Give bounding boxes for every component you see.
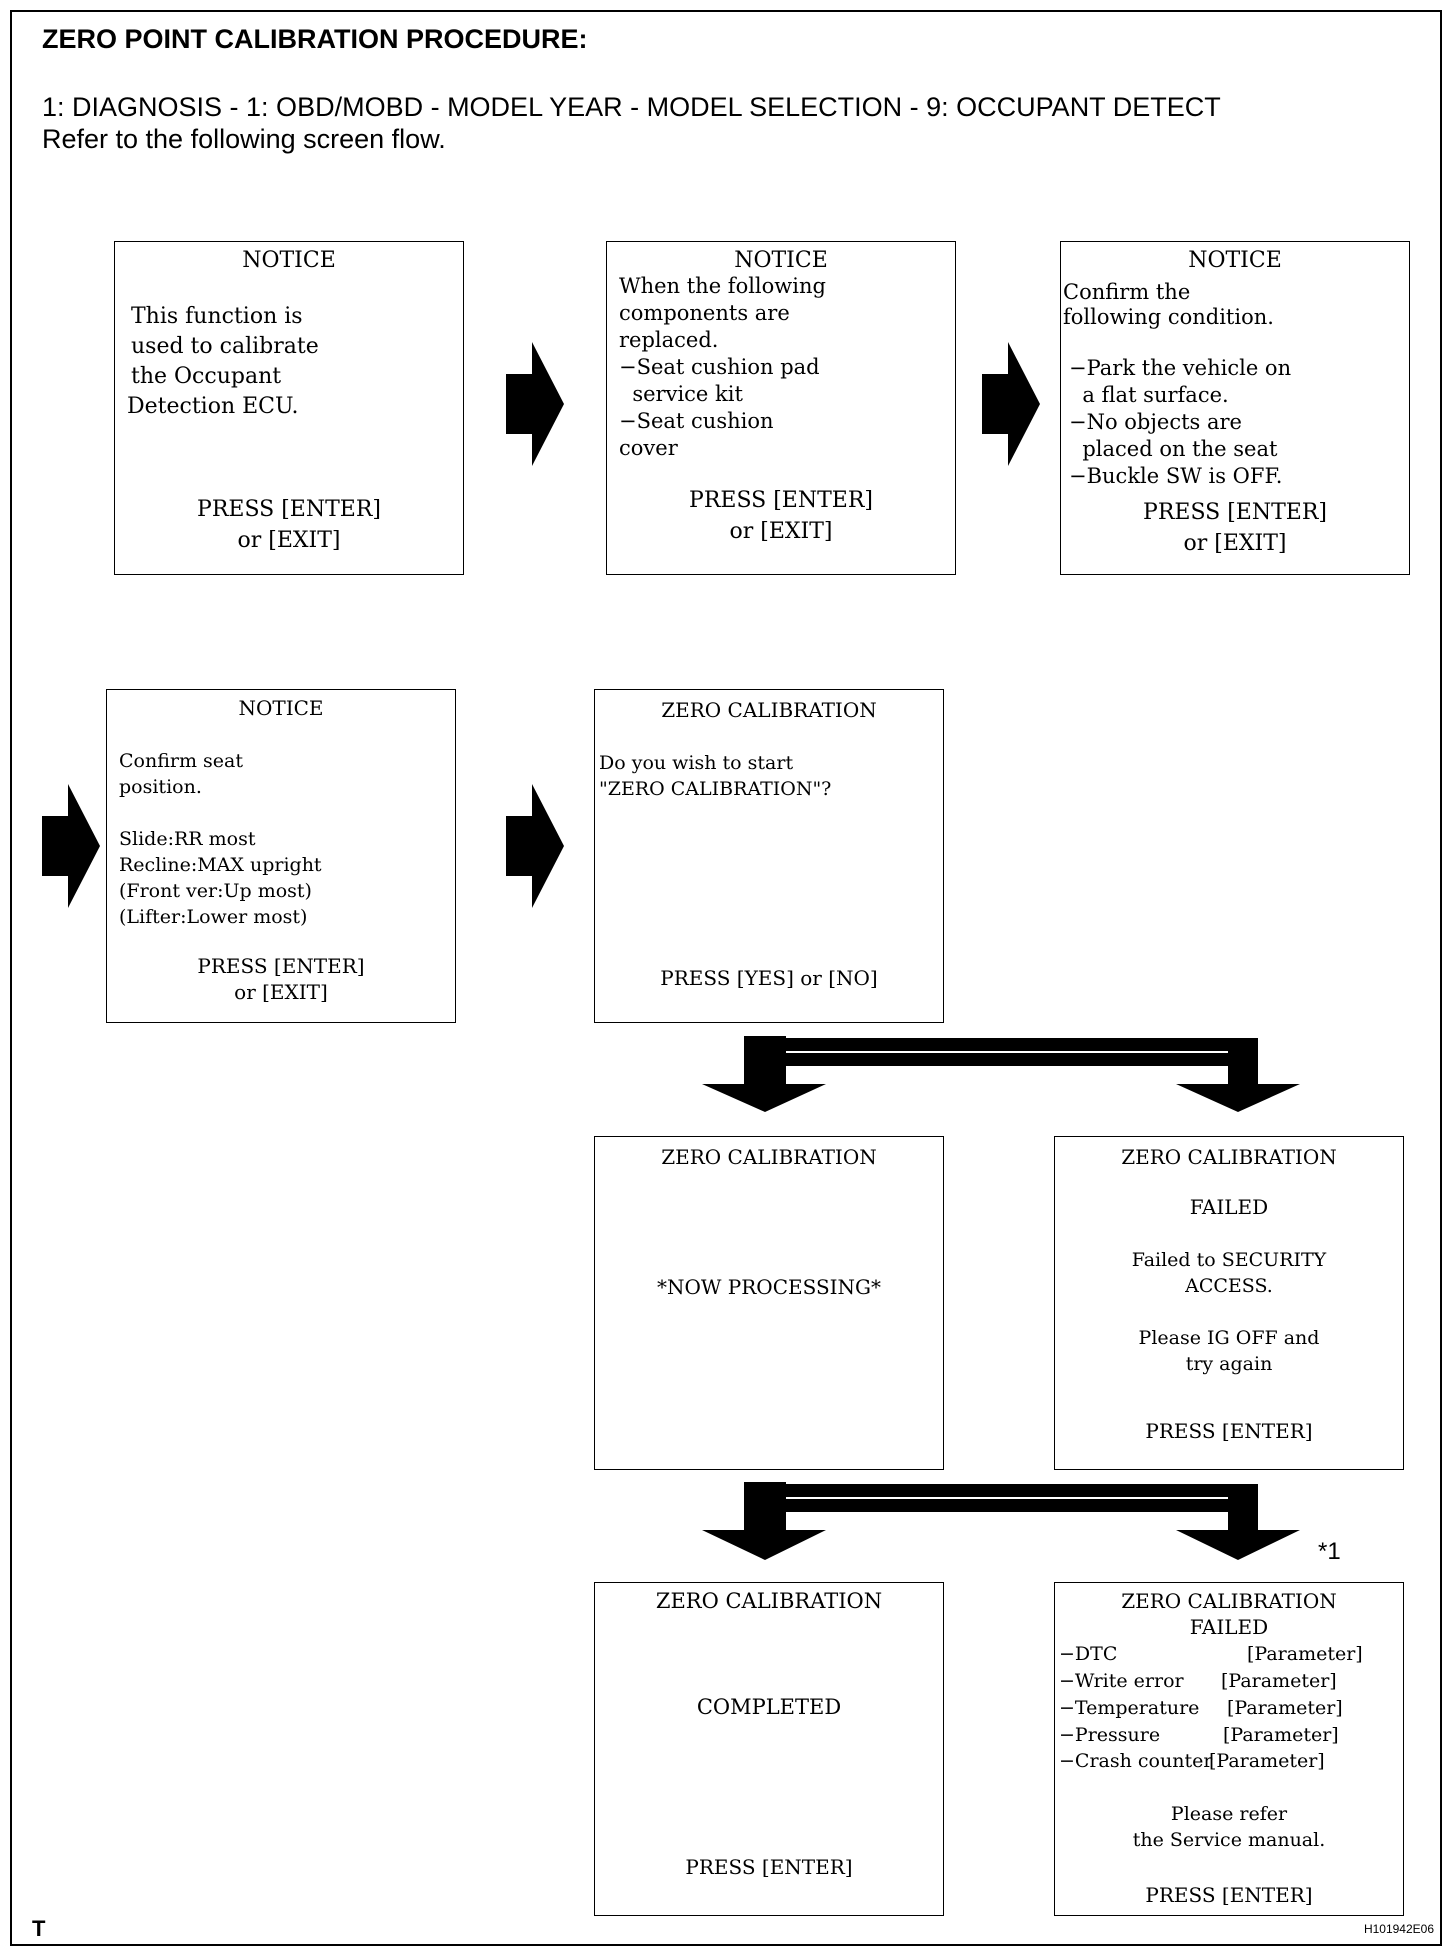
arrow-down-1 [702, 1036, 826, 1112]
parameter-label: −Pressure [1059, 1724, 1161, 1746]
corner-mark: T [32, 1916, 46, 1941]
body-line: −Seat cushion [619, 409, 774, 433]
prompt-line: PRESS [ENTER] [197, 497, 381, 522]
screen-notice-3: NOTICE Confirm the following condition. … [1060, 241, 1410, 575]
arrow-down-4 [1176, 1500, 1300, 1560]
screen-title: ZERO CALIBRATION [655, 1589, 883, 1613]
body-line: placed on the seat [1069, 437, 1278, 461]
figure-id: H101942E06 [1363, 1922, 1434, 1936]
screen-zero-calibration-completed: ZERO CALIBRATION COMPLETED PRESS [ENTER] [594, 1582, 944, 1916]
arrow-down-3 [702, 1482, 826, 1560]
screen-title: ZERO CALIBRATION [1121, 1145, 1337, 1169]
screen-zero-calibration-confirm: ZERO CALIBRATION Do you wish to start "Z… [594, 689, 944, 1023]
body-line: "ZERO CALIBRATION"? [599, 778, 832, 800]
status-text: *NOW PROCESSING* [656, 1275, 882, 1299]
prompt-line: PRESS [ENTER] [1145, 1883, 1313, 1907]
arrow-right-1 [506, 342, 564, 466]
body-line: following condition. [1063, 305, 1274, 329]
screen-title: NOTICE [238, 696, 324, 720]
body-line: Confirm the [1063, 280, 1191, 304]
page-title: ZERO POINT CALIBRATION PROCEDURE: [42, 24, 588, 54]
body-line: Do you wish to start [599, 752, 794, 774]
body-line: −No objects are [1069, 410, 1242, 434]
arrow-down-2 [1176, 1054, 1300, 1112]
body-line: (Front ver:Up most) [119, 880, 312, 902]
body-line: Please refer [1170, 1803, 1288, 1825]
screen-zero-calibration-processing: ZERO CALIBRATION *NOW PROCESSING* [594, 1136, 944, 1470]
prompt-line: PRESS [ENTER] [1143, 500, 1327, 525]
screen-title: NOTICE [1188, 248, 1282, 273]
screen-notice-1: NOTICE This function is used to calibrat… [114, 241, 464, 575]
screen-title: NOTICE [734, 248, 828, 273]
instruction-text: Refer to the following screen flow. [42, 124, 446, 154]
screen-title: ZERO CALIBRATION [1121, 1589, 1337, 1613]
prompt-line: PRESS [ENTER] [685, 1855, 853, 1879]
parameter-value: [Parameter] [1223, 1724, 1339, 1746]
prompt-line: or [EXIT] [1183, 531, 1287, 556]
body-line: replaced. [619, 328, 719, 352]
body-line: components are [619, 301, 790, 325]
parameter-label: −Temperature [1059, 1697, 1200, 1719]
status-text: FAILED [1189, 1615, 1269, 1639]
body-line: When the following [619, 274, 826, 298]
arrow-right-4 [506, 784, 564, 908]
screen-zero-calibration-failed-details: ZERO CALIBRATION FAILED −DTC [Parameter]… [1054, 1582, 1404, 1916]
status-text: COMPLETED [696, 1695, 842, 1719]
body-line: a flat surface. [1069, 383, 1229, 407]
prompt-line: or [EXIT] [729, 519, 833, 544]
status-text: FAILED [1189, 1195, 1269, 1219]
body-line: Detection ECU. [127, 394, 299, 419]
body-line: Please IG OFF and [1138, 1327, 1320, 1349]
body-line: This function is [131, 304, 303, 329]
body-line: −Buckle SW is OFF. [1069, 464, 1283, 488]
menu-path: 1: DIAGNOSIS - 1: OBD/MOBD - MODEL YEAR … [42, 92, 1221, 122]
prompt-line: PRESS [ENTER] [689, 488, 873, 513]
prompt-line: or [EXIT] [237, 528, 341, 553]
footnote-marker: *1 [1318, 1538, 1341, 1565]
body-line: cover [619, 436, 678, 460]
body-line: (Lifter:Lower most) [119, 906, 308, 928]
body-line: used to calibrate [131, 334, 319, 359]
body-line: Recline:MAX upright [119, 854, 322, 876]
parameter-value: [Parameter] [1247, 1643, 1363, 1665]
body-line: Failed to SECURITY [1131, 1249, 1327, 1271]
body-line: try again [1185, 1353, 1273, 1375]
body-line: Confirm seat [119, 750, 243, 772]
parameter-value: [Parameter] [1209, 1750, 1325, 1772]
body-line: Slide:RR most [119, 828, 256, 850]
body-line: −Park the vehicle on [1069, 356, 1292, 380]
screen-title: ZERO CALIBRATION [661, 698, 877, 722]
prompt-line: PRESS [ENTER] [1145, 1419, 1313, 1443]
arrow-right-3 [42, 784, 100, 908]
parameter-label: −Write error [1059, 1670, 1184, 1692]
parameter-label: −Crash counter [1059, 1750, 1213, 1772]
screen-zero-calibration-failed-security: ZERO CALIBRATION FAILED Failed to SECURI… [1054, 1136, 1404, 1470]
parameter-value: [Parameter] [1221, 1670, 1337, 1692]
screen-notice-2: NOTICE When the following components are… [606, 241, 956, 575]
prompt-line: PRESS [ENTER] [197, 954, 365, 978]
body-line: the Occupant [131, 364, 282, 389]
parameter-value: [Parameter] [1227, 1697, 1343, 1719]
body-line: service kit [619, 382, 743, 406]
parameter-label: −DTC [1059, 1643, 1118, 1665]
screen-notice-4: NOTICE Confirm seat position. Slide:RR m… [106, 689, 456, 1023]
screen-title: ZERO CALIBRATION [661, 1145, 877, 1169]
screen-title: NOTICE [242, 248, 336, 273]
body-line: −Seat cushion pad [619, 355, 820, 379]
body-line: position. [119, 776, 202, 798]
body-line: ACCESS. [1185, 1275, 1273, 1297]
prompt-line: PRESS [YES] or [NO] [660, 966, 878, 990]
arrow-right-2 [982, 342, 1040, 466]
body-line: the Service manual. [1132, 1829, 1326, 1851]
prompt-line: or [EXIT] [234, 980, 328, 1004]
